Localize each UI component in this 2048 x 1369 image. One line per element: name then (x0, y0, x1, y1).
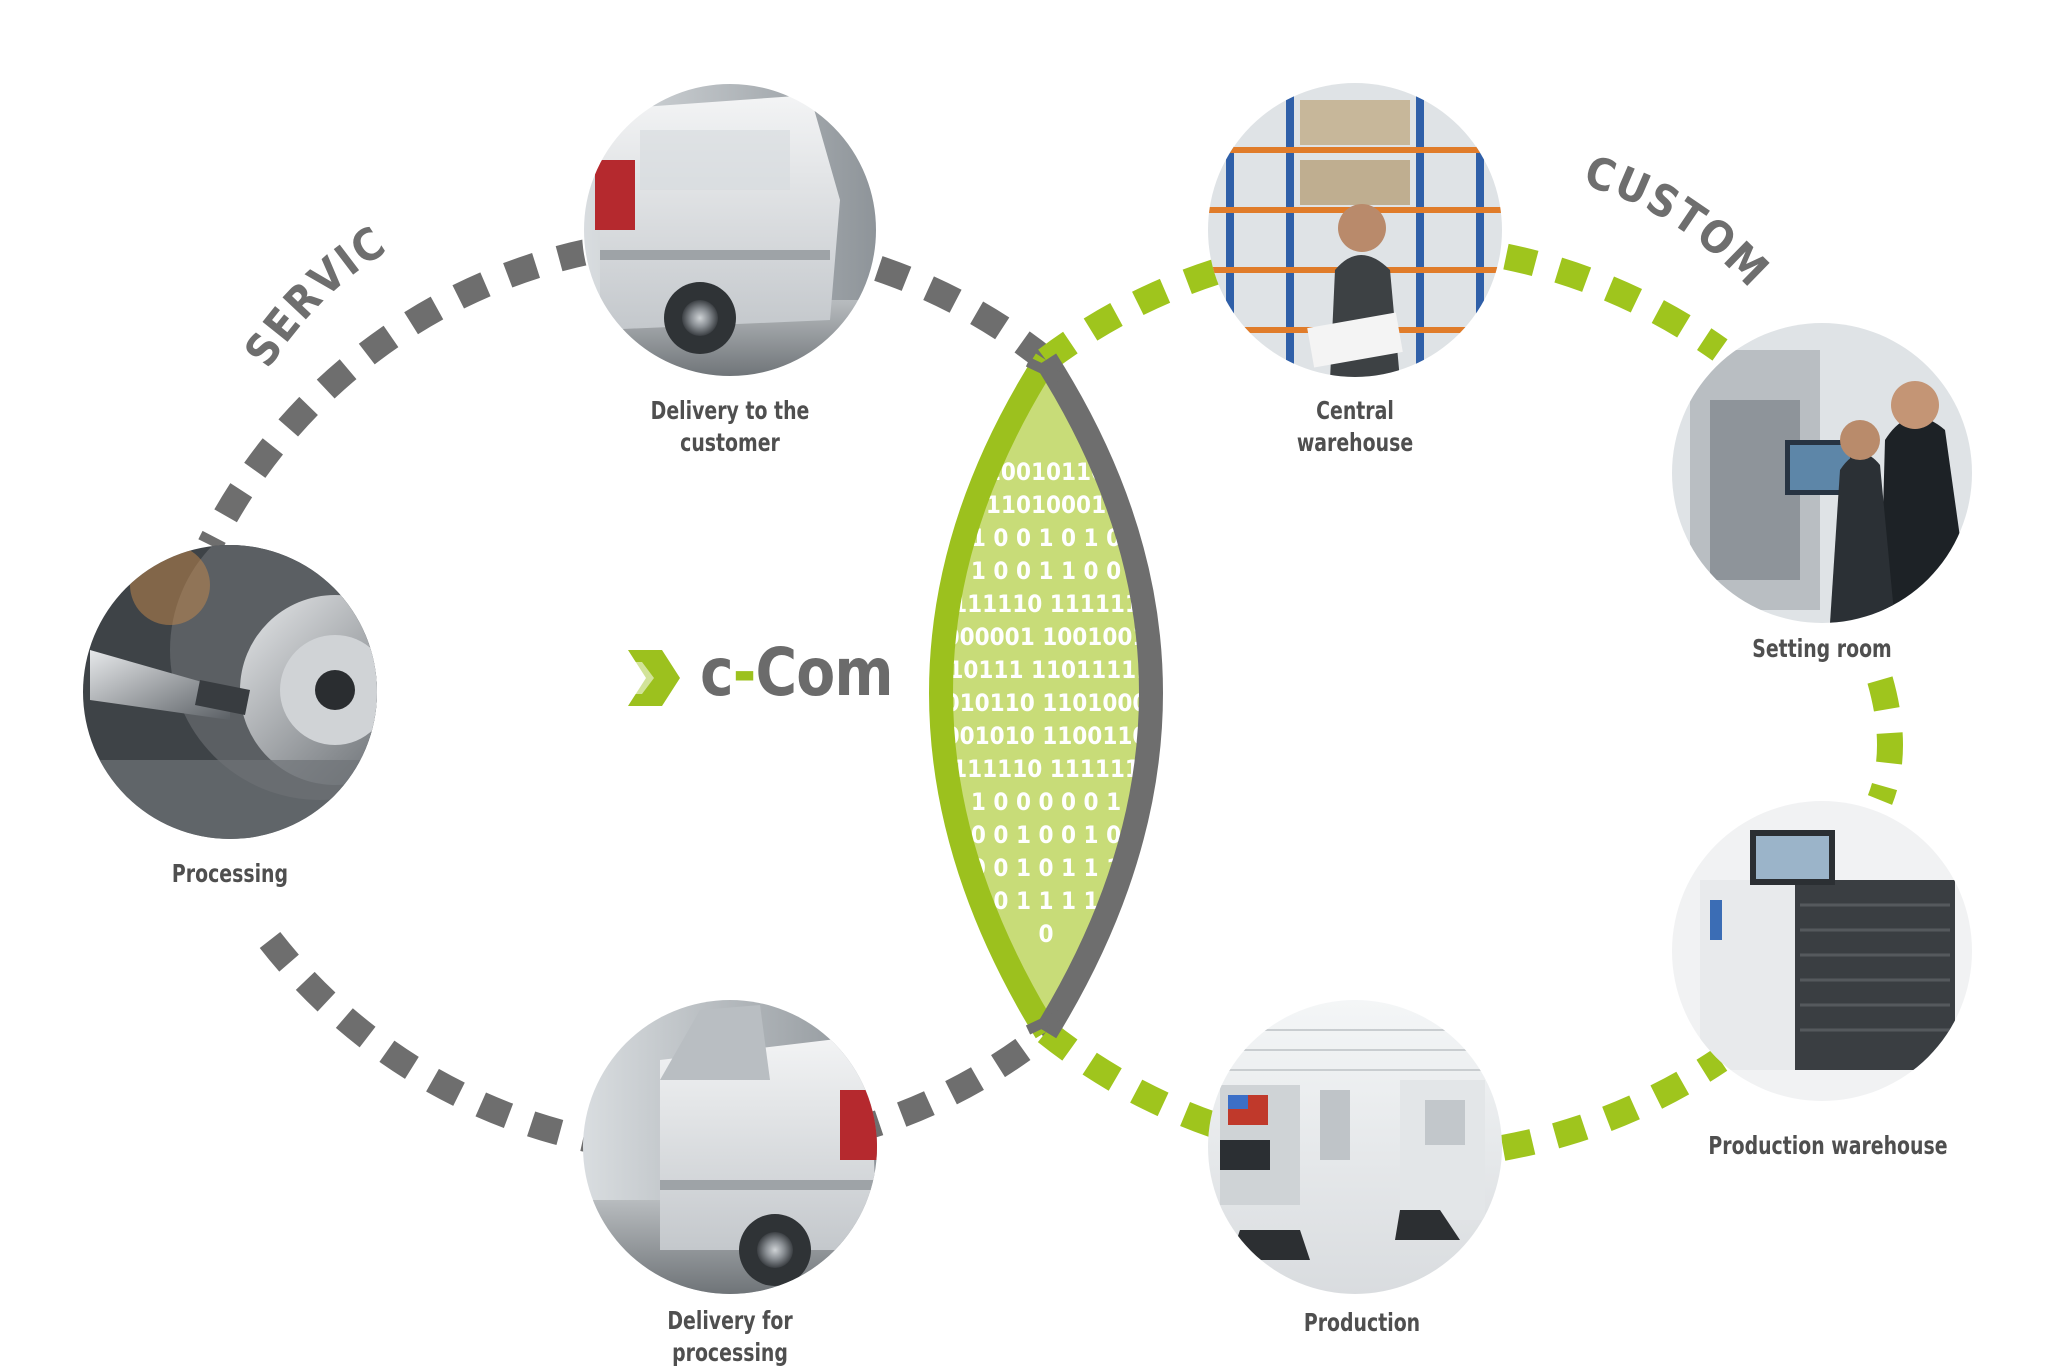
customer-loop-right (1867, 676, 1903, 805)
photo-delivery-for-processing (583, 1000, 877, 1294)
binary-row: 1 0 0 0 0 0 1 (971, 788, 1121, 816)
photo-setting-room (1672, 323, 1972, 623)
lens-grey-edge (1035, 353, 1163, 1039)
photo-delivery-to-customer (582, 82, 878, 378)
photo-processing (83, 545, 377, 839)
binary-row: 0010111 11011111 1 (918, 656, 1173, 684)
label-production: Production (1303, 1308, 1421, 1337)
label-setting-room: Setting room (1752, 634, 1892, 663)
customer-loop-top (1038, 231, 1728, 371)
label-delivery-for-processing: Delivery for processing (667, 1306, 793, 1367)
lens-green-edge (929, 353, 1057, 1039)
c-com-logo: c-Com (622, 634, 894, 711)
label-production-warehouse: Production warehouse (1708, 1131, 1948, 1160)
binary-row: 0 0 1 0 1 1 1 (971, 854, 1121, 882)
binary-pattern: 10010110 11010001 1 0 0 1 0 1 0 1 0 0 1 1 0… (918, 458, 1173, 948)
logo-c: c (700, 634, 734, 711)
service-loop-title: SERVICE (0, 0, 396, 376)
label-delivery-to-customer: Delivery to the customer (650, 396, 810, 457)
logo-dash: - (732, 634, 757, 711)
customer-loop-bottom (1037, 1021, 1728, 1170)
logo-com: Com (755, 634, 893, 711)
binary-row: 0010110 11010001 (930, 689, 1163, 717)
binary-row: 1000001 10010010 (930, 623, 1163, 651)
label-central-warehouse: Central warehouse (1296, 396, 1414, 457)
lens-cap-bottom (1025, 1009, 1065, 1035)
label-processing: Processing (171, 859, 289, 888)
photo-production (1208, 1000, 1502, 1294)
lens-fill (933, 360, 1159, 1032)
photo-central-warehouse (1208, 83, 1502, 377)
binary-row: 10010110 (986, 458, 1106, 486)
logo-chevron-icon (622, 650, 680, 706)
binary-row: 1 0 0 1 1 0 0 (971, 557, 1121, 585)
binary-row: 0111110 1111111 (937, 755, 1155, 783)
binary-row: 1001010 11001100 (930, 722, 1163, 750)
binary-row: 0 0 1 0 0 1 0 (971, 821, 1121, 849)
binary-row: 1 0 0 1 0 1 0 (971, 524, 1121, 552)
logo-wordmark: c-Com (700, 634, 894, 711)
data-lens: 10010110 11010001 1 0 0 1 0 1 0 1 0 0 1 1 0… (918, 353, 1173, 1039)
binary-row: 0 (1038, 920, 1053, 948)
customer-loop (1037, 231, 1903, 1170)
photo-production-warehouse (1672, 801, 1972, 1101)
binary-row: 0111110 1111111 (937, 590, 1155, 618)
lens-cap-top (1025, 357, 1065, 383)
binary-row: 11010001 (986, 491, 1106, 519)
